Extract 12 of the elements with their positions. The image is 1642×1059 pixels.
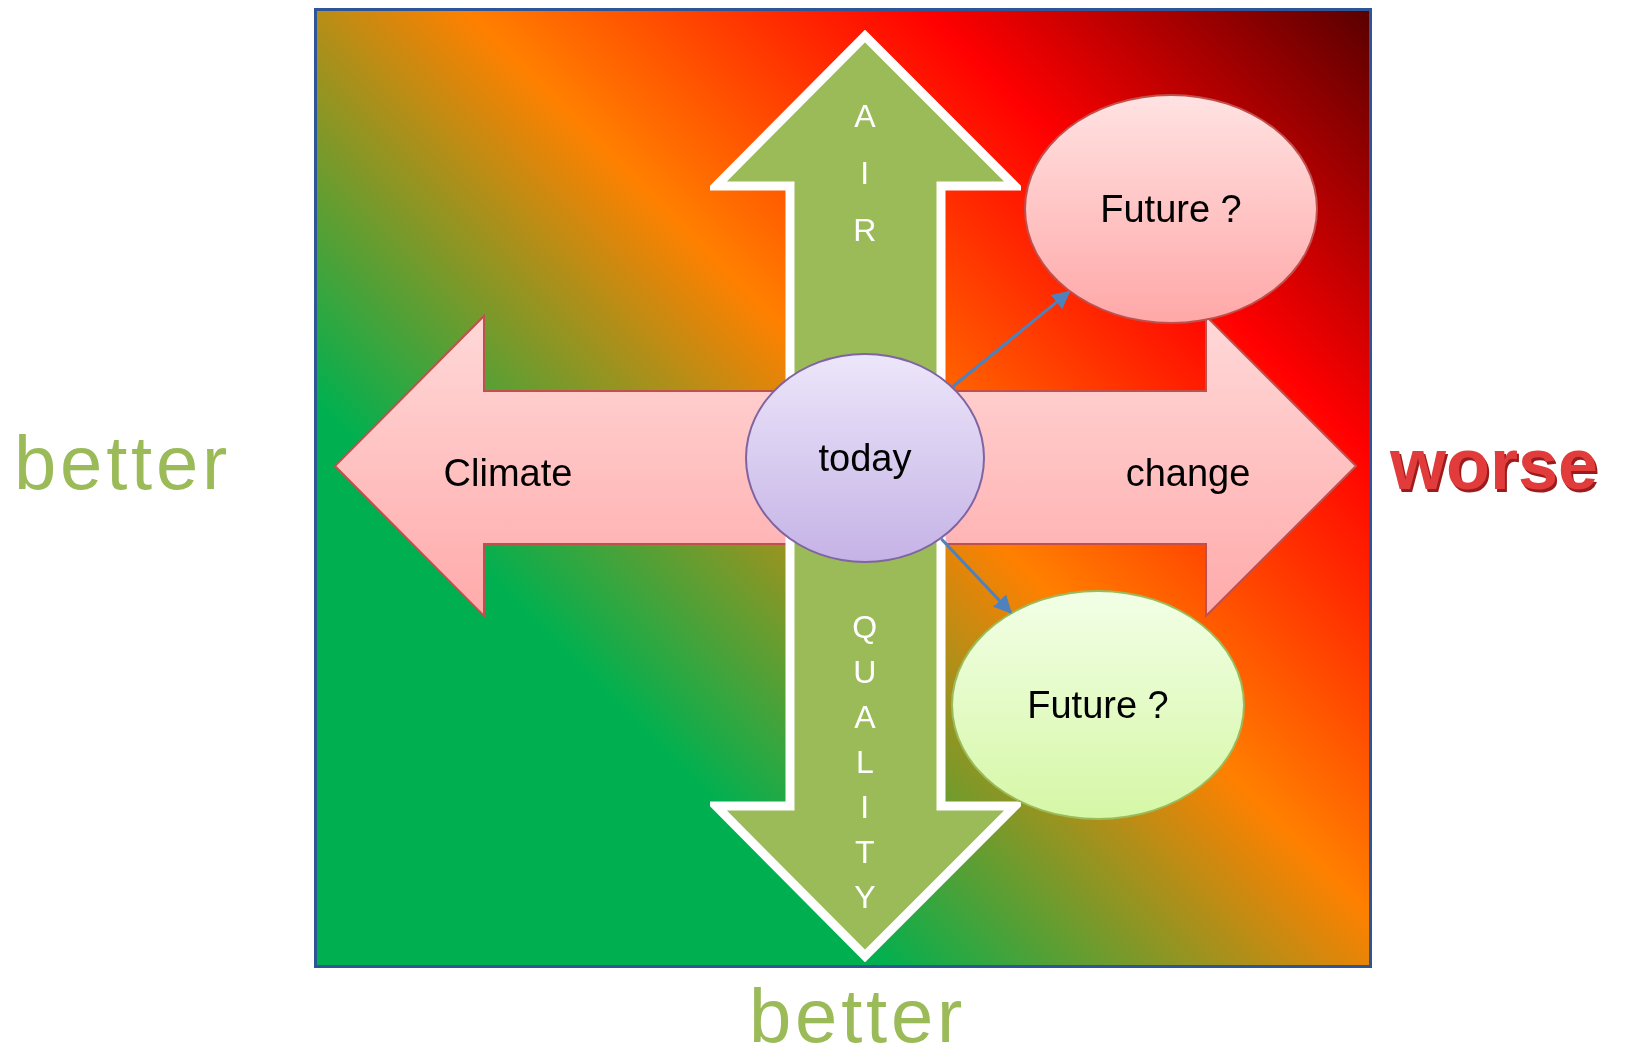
ellipse-label: today	[818, 435, 912, 481]
arrow-label: AIR	[852, 97, 878, 250]
axis-label: better	[749, 978, 967, 1054]
arrow-label: Climate	[442, 451, 574, 496]
arrow-label: change	[1124, 451, 1252, 496]
arrow	[940, 537, 1012, 614]
ellipse-label: Future ?	[1100, 186, 1242, 232]
arrow-label: QUALITY	[852, 608, 878, 917]
axis-label: better	[14, 425, 232, 501]
arrow	[951, 290, 1071, 388]
ellipse-label: Future ?	[1027, 682, 1169, 728]
axis-label: worse	[1390, 428, 1599, 500]
